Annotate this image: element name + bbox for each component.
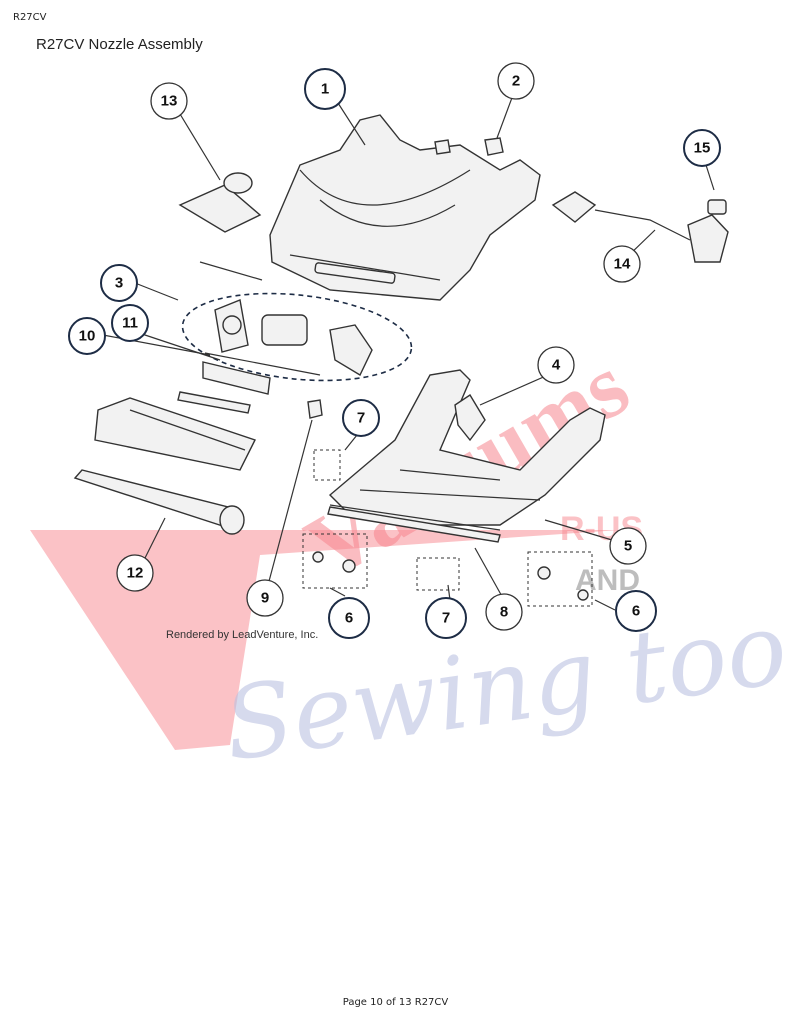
page-title: R27CV Nozzle Assembly (36, 36, 203, 53)
callout-4: 4 (537, 346, 575, 384)
svg-text:4: 4 (552, 357, 561, 374)
callout-11: 11 (111, 304, 149, 342)
callout-7a: 7 (342, 399, 380, 437)
svg-text:9: 9 (261, 590, 269, 607)
svg-text:11: 11 (122, 315, 138, 332)
page-footer: Page 10 of 13 R27CV (342, 997, 449, 1008)
header-code: R27CV (13, 12, 47, 23)
wheel-kits (302, 449, 593, 607)
callout-1: 1 (304, 68, 346, 110)
svg-text:6: 6 (632, 603, 640, 620)
part-tool (178, 172, 262, 233)
svg-text:13: 13 (161, 93, 178, 110)
leader-lines (102, 94, 715, 611)
callout-6a: 6 (328, 597, 370, 639)
svg-text:12: 12 (127, 565, 144, 582)
callout-6b: 6 (615, 590, 657, 632)
callout-10: 10 (68, 317, 106, 355)
part-nozzle-cover (269, 114, 541, 301)
svg-text:7: 7 (357, 410, 365, 427)
svg-text:7: 7 (442, 610, 450, 627)
render-credit: Rendered by LeadVenture, Inc. (166, 629, 318, 641)
part-bracket-4 (454, 394, 486, 442)
callouts: 1 2 3 4 5 6 6 7 7 8 9 10 11 12 13 14 15 (68, 62, 721, 639)
part-clip-9 (307, 399, 323, 419)
part-strip (327, 506, 501, 543)
svg-text:6: 6 (345, 610, 353, 627)
svg-text:5: 5 (624, 538, 632, 555)
callout-15: 15 (683, 129, 721, 167)
callout-9: 9 (246, 579, 284, 617)
svg-text:10: 10 (79, 328, 96, 345)
callout-2: 2 (497, 62, 535, 100)
svg-text:1: 1 (321, 81, 329, 98)
part-comb (94, 397, 256, 471)
callout-13: 13 (150, 82, 188, 120)
part-motor-group (181, 292, 413, 382)
part-brushroll (73, 469, 245, 535)
part-base (328, 369, 606, 531)
part-belt-brackets (177, 261, 321, 414)
callout-14: 14 (603, 245, 641, 283)
callout-3: 3 (100, 264, 138, 302)
svg-text:3: 3 (115, 275, 123, 292)
svg-text:15: 15 (694, 140, 711, 157)
callout-12: 12 (116, 554, 154, 592)
watermark-red-swoosh (30, 530, 620, 750)
svg-text:8: 8 (500, 604, 508, 621)
callout-8: 8 (485, 593, 523, 631)
part-clip (434, 137, 504, 156)
callout-5: 5 (609, 527, 647, 565)
svg-text:2: 2 (512, 73, 520, 90)
callout-7b: 7 (425, 597, 467, 639)
svg-text:14: 14 (614, 256, 631, 273)
part-switch-harness (551, 191, 729, 263)
